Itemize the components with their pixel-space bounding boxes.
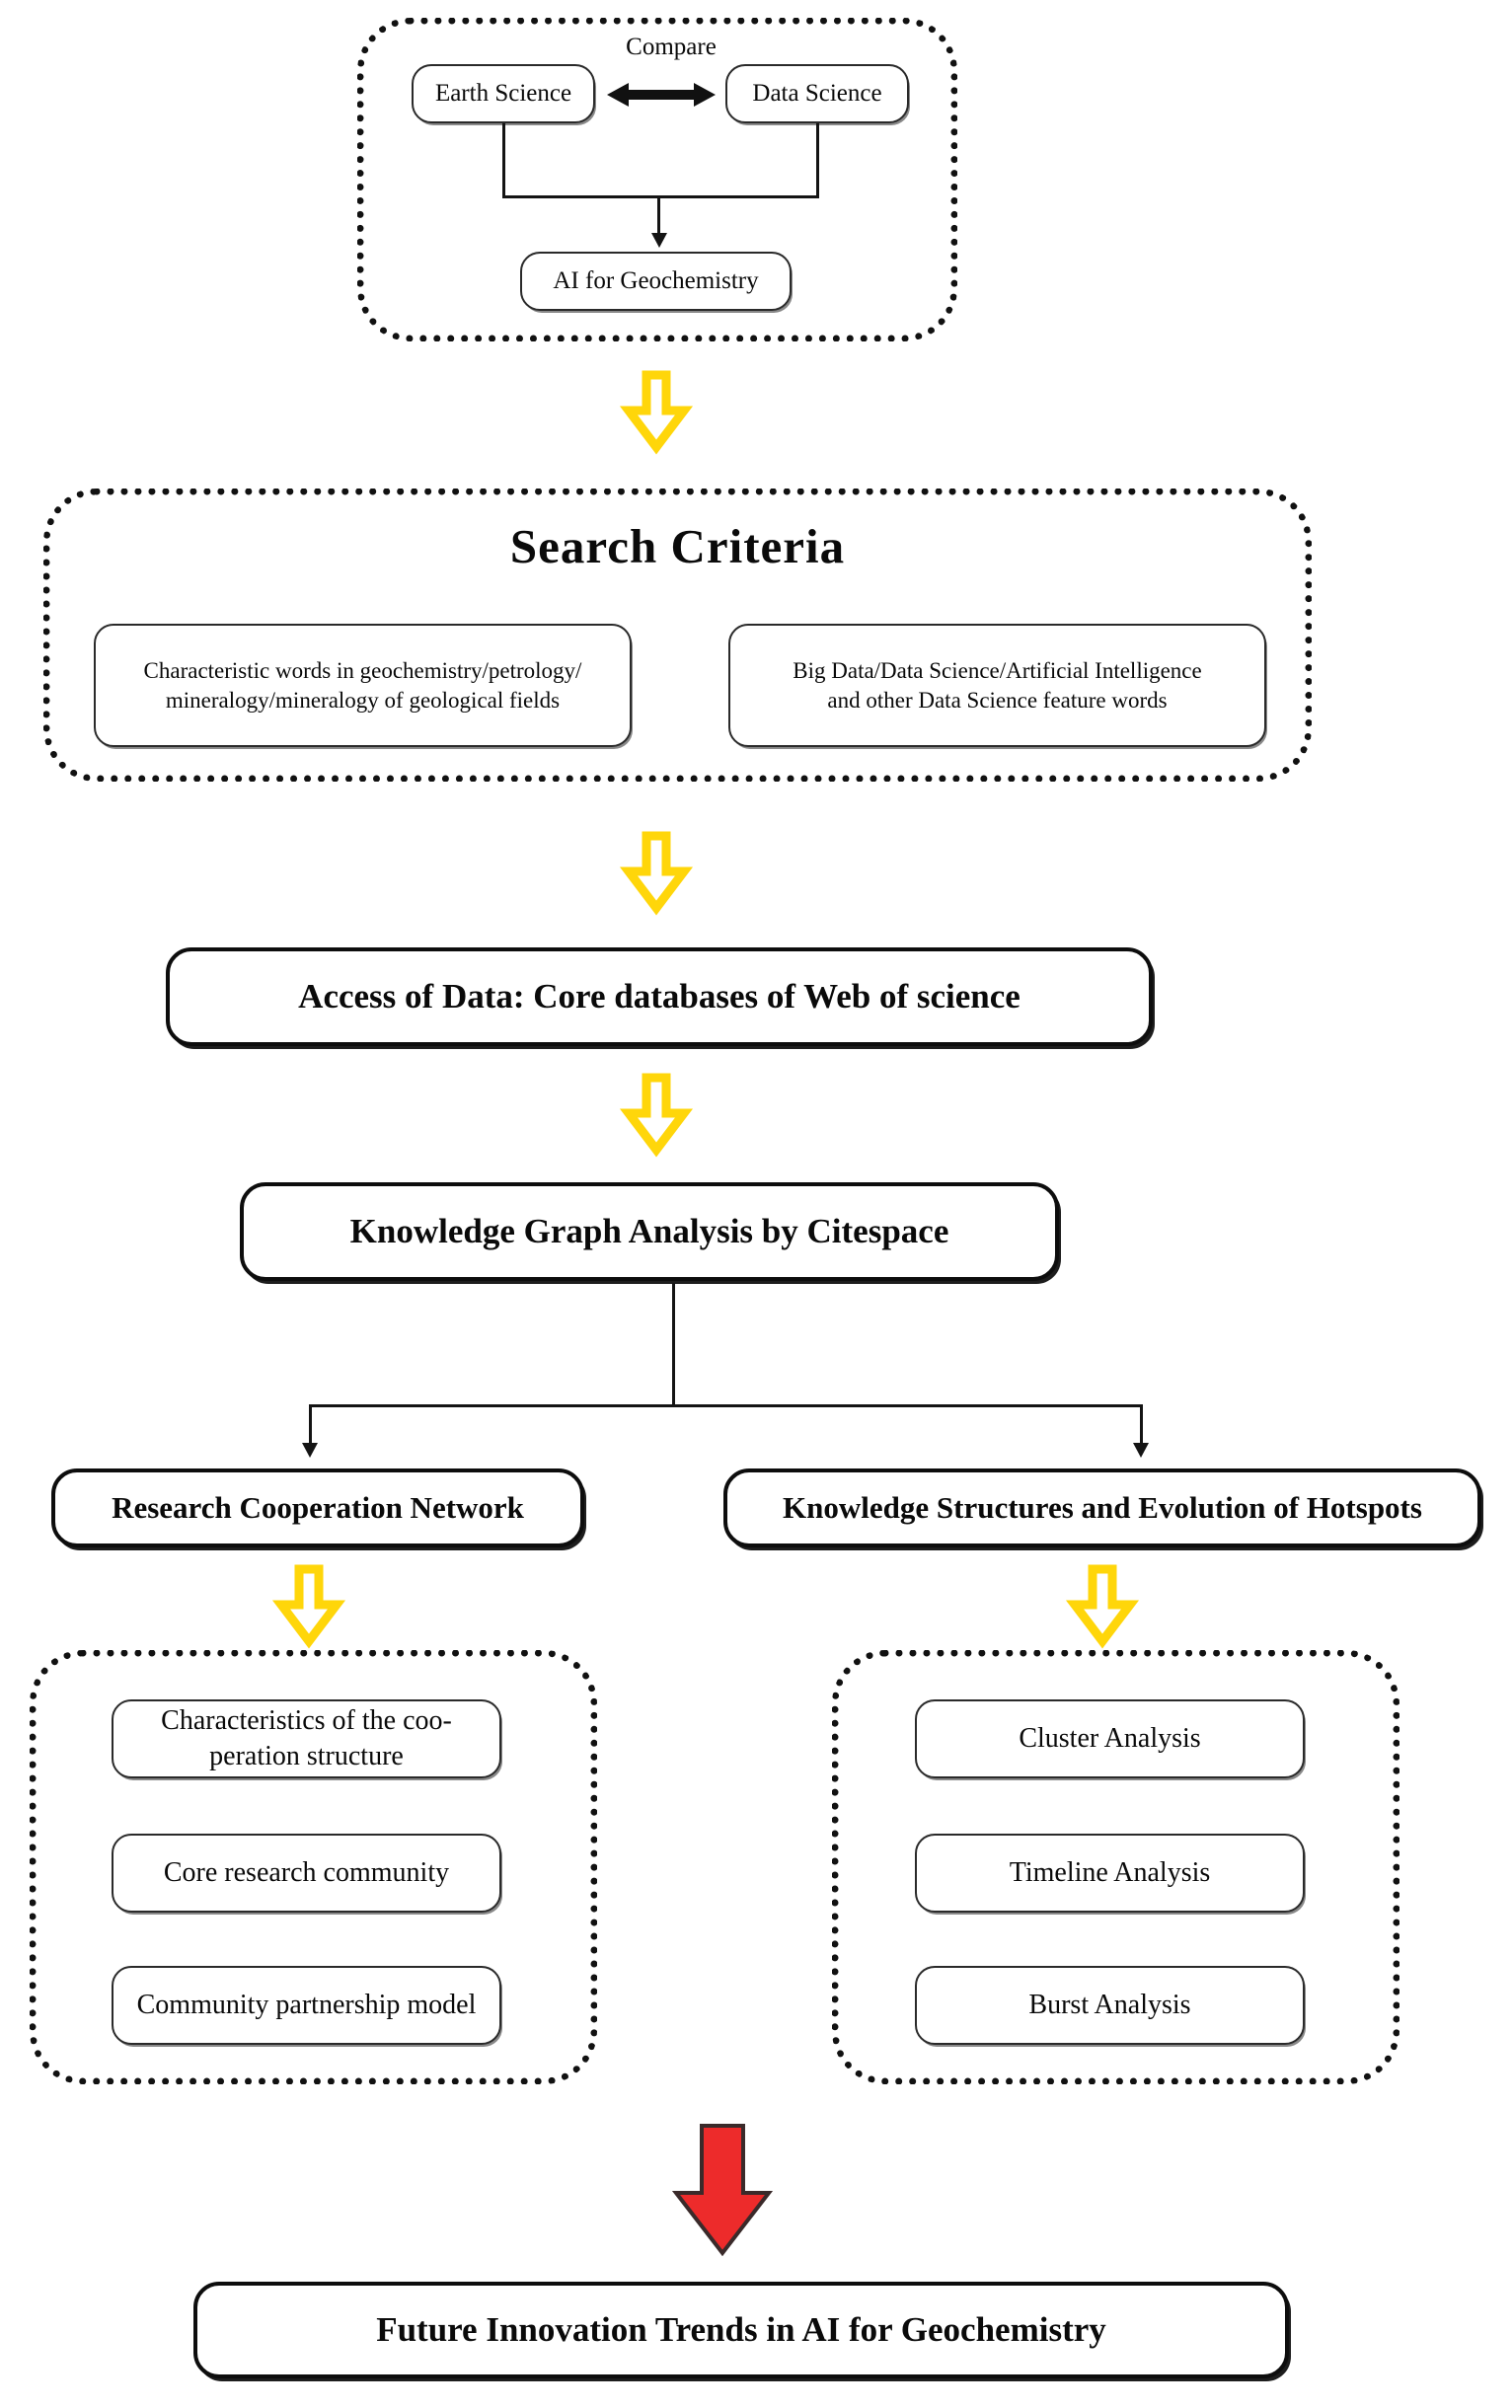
double-headed-arrow-icon — [607, 79, 716, 111]
criteria-box-datascience-line1: Big Data/Data Science/Artificial Intelli… — [793, 658, 1202, 684]
criteria-box-datascience[interactable]: Big Data/Data Science/Artificial Intelli… — [728, 624, 1266, 747]
block-arrow-down-yellow-left-branch — [271, 1564, 346, 1649]
criteria-box-geoscience-line1: Characteristic words in geochemistry/pet… — [143, 658, 582, 684]
node-ai-for-geochemistry-label: AI for Geochemistry — [553, 267, 759, 294]
compare-relation-label: Compare — [626, 34, 717, 60]
detail-box-cluster-analysis[interactable]: Cluster Analysis — [915, 1699, 1305, 1778]
connector-split-right — [1140, 1404, 1143, 1449]
detail-box-community-partnership-model-label: Community partnership model — [136, 1990, 477, 2021]
node-knowledge-graph-analysis[interactable]: Knowledge Graph Analysis by Citespace — [240, 1182, 1059, 1281]
connector-split-left — [309, 1404, 312, 1449]
detail-box-cooperation-structure-line2: peration structure — [209, 1741, 404, 1771]
node-earth-science-label: Earth Science — [434, 80, 572, 107]
detail-box-timeline-analysis-label: Timeline Analysis — [1009, 1857, 1211, 1889]
connector-earth-down — [502, 123, 505, 197]
node-knowledge-structures-hotspots[interactable]: Knowledge Structures and Evolution of Ho… — [723, 1468, 1481, 1547]
block-arrow-down-yellow-right-branch — [1065, 1564, 1140, 1649]
detail-box-timeline-analysis[interactable]: Timeline Analysis — [915, 1834, 1305, 1913]
node-research-cooperation-network-label: Research Cooperation Network — [112, 1490, 524, 1526]
detail-box-cooperation-structure[interactable]: Characteristics of the coo- peration str… — [112, 1699, 501, 1778]
detail-box-burst-analysis-label: Burst Analysis — [1028, 1990, 1191, 2021]
block-arrow-down-yellow-3 — [619, 1073, 694, 1158]
connector-split-trunk — [672, 1283, 675, 1406]
node-ai-for-geochemistry[interactable]: AI for Geochemistry — [520, 252, 792, 311]
node-access-of-data-label: Access of Data: Core databases of Web of… — [298, 976, 1021, 1016]
detail-box-core-research-community-label: Core research community — [163, 1857, 450, 1889]
search-criteria-title: Search Criteria — [509, 519, 846, 573]
connector-split-left-arrowhead-icon — [302, 1443, 318, 1458]
connector-merge-horizontal — [502, 195, 819, 198]
node-knowledge-structures-hotspots-label: Knowledge Structures and Evolution of Ho… — [783, 1490, 1422, 1526]
block-arrow-down-red — [669, 2122, 776, 2258]
criteria-box-geoscience-line2: mineralogy/mineralogy of geological fiel… — [165, 687, 561, 713]
node-data-science[interactable]: Data Science — [725, 64, 909, 123]
block-arrow-down-yellow-1 — [619, 370, 694, 455]
node-data-science-label: Data Science — [752, 80, 882, 107]
detail-box-cooperation-structure-line1: Characteristics of the coo- — [161, 1705, 452, 1737]
criteria-box-datascience-line2: and other Data Science feature words — [827, 687, 1168, 713]
connector-data-down — [816, 123, 819, 197]
criteria-box-geoscience[interactable]: Characteristic words in geochemistry/pet… — [94, 624, 632, 747]
detail-box-burst-analysis[interactable]: Burst Analysis — [915, 1966, 1305, 2045]
node-access-of-data[interactable]: Access of Data: Core databases of Web of… — [166, 947, 1153, 1046]
connector-merge-arrowhead-icon — [651, 233, 667, 248]
node-research-cooperation-network[interactable]: Research Cooperation Network — [51, 1468, 584, 1547]
detail-box-core-research-community[interactable]: Core research community — [112, 1834, 501, 1913]
connector-split-right-arrowhead-icon — [1133, 1443, 1149, 1458]
detail-box-cluster-analysis-label: Cluster Analysis — [1019, 1723, 1201, 1755]
detail-box-community-partnership-model[interactable]: Community partnership model — [112, 1966, 501, 2045]
node-knowledge-graph-analysis-label: Knowledge Graph Analysis by Citespace — [349, 1211, 949, 1250]
block-arrow-down-yellow-2 — [619, 831, 694, 916]
connector-merge-down — [657, 195, 660, 237]
node-future-innovation-trends[interactable]: Future Innovation Trends in AI for Geoch… — [193, 2282, 1289, 2378]
node-earth-science[interactable]: Earth Science — [412, 64, 595, 123]
node-future-innovation-trends-label: Future Innovation Trends in AI for Geoch… — [376, 2309, 1106, 2349]
connector-split-bar — [309, 1404, 1142, 1407]
